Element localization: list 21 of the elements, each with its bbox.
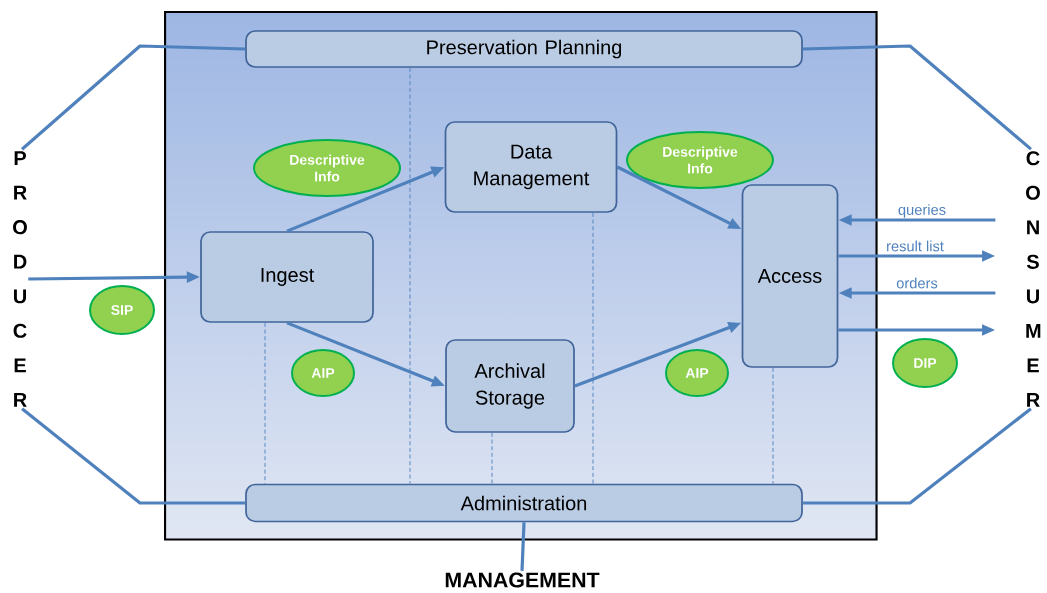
dashed-line <box>592 212 594 485</box>
connector-line <box>21 407 246 505</box>
function-box: Archival Storage <box>445 339 575 433</box>
connector-line <box>20 44 246 151</box>
entity-label: P R O D U C E R <box>13 151 27 407</box>
connector-line <box>802 44 1032 151</box>
function-box: Administration <box>245 483 803 523</box>
function-box: Access <box>741 184 839 368</box>
dashed-line <box>491 432 493 485</box>
edge-label: queries <box>898 204 946 218</box>
dashed-line <box>409 67 411 485</box>
edge-label: result list <box>887 240 944 252</box>
edge-label: orders <box>896 277 938 289</box>
function-box: Ingest <box>200 231 374 323</box>
function-box: Preservation Planning <box>245 30 803 68</box>
function-box: Data Management <box>444 121 618 213</box>
entity-label: MANAGEMENT <box>445 572 600 588</box>
connector-line <box>802 407 1032 505</box>
dashed-line <box>264 322 266 485</box>
dashed-line <box>772 367 774 485</box>
entity-label: C O N S U M E R <box>1026 151 1041 407</box>
